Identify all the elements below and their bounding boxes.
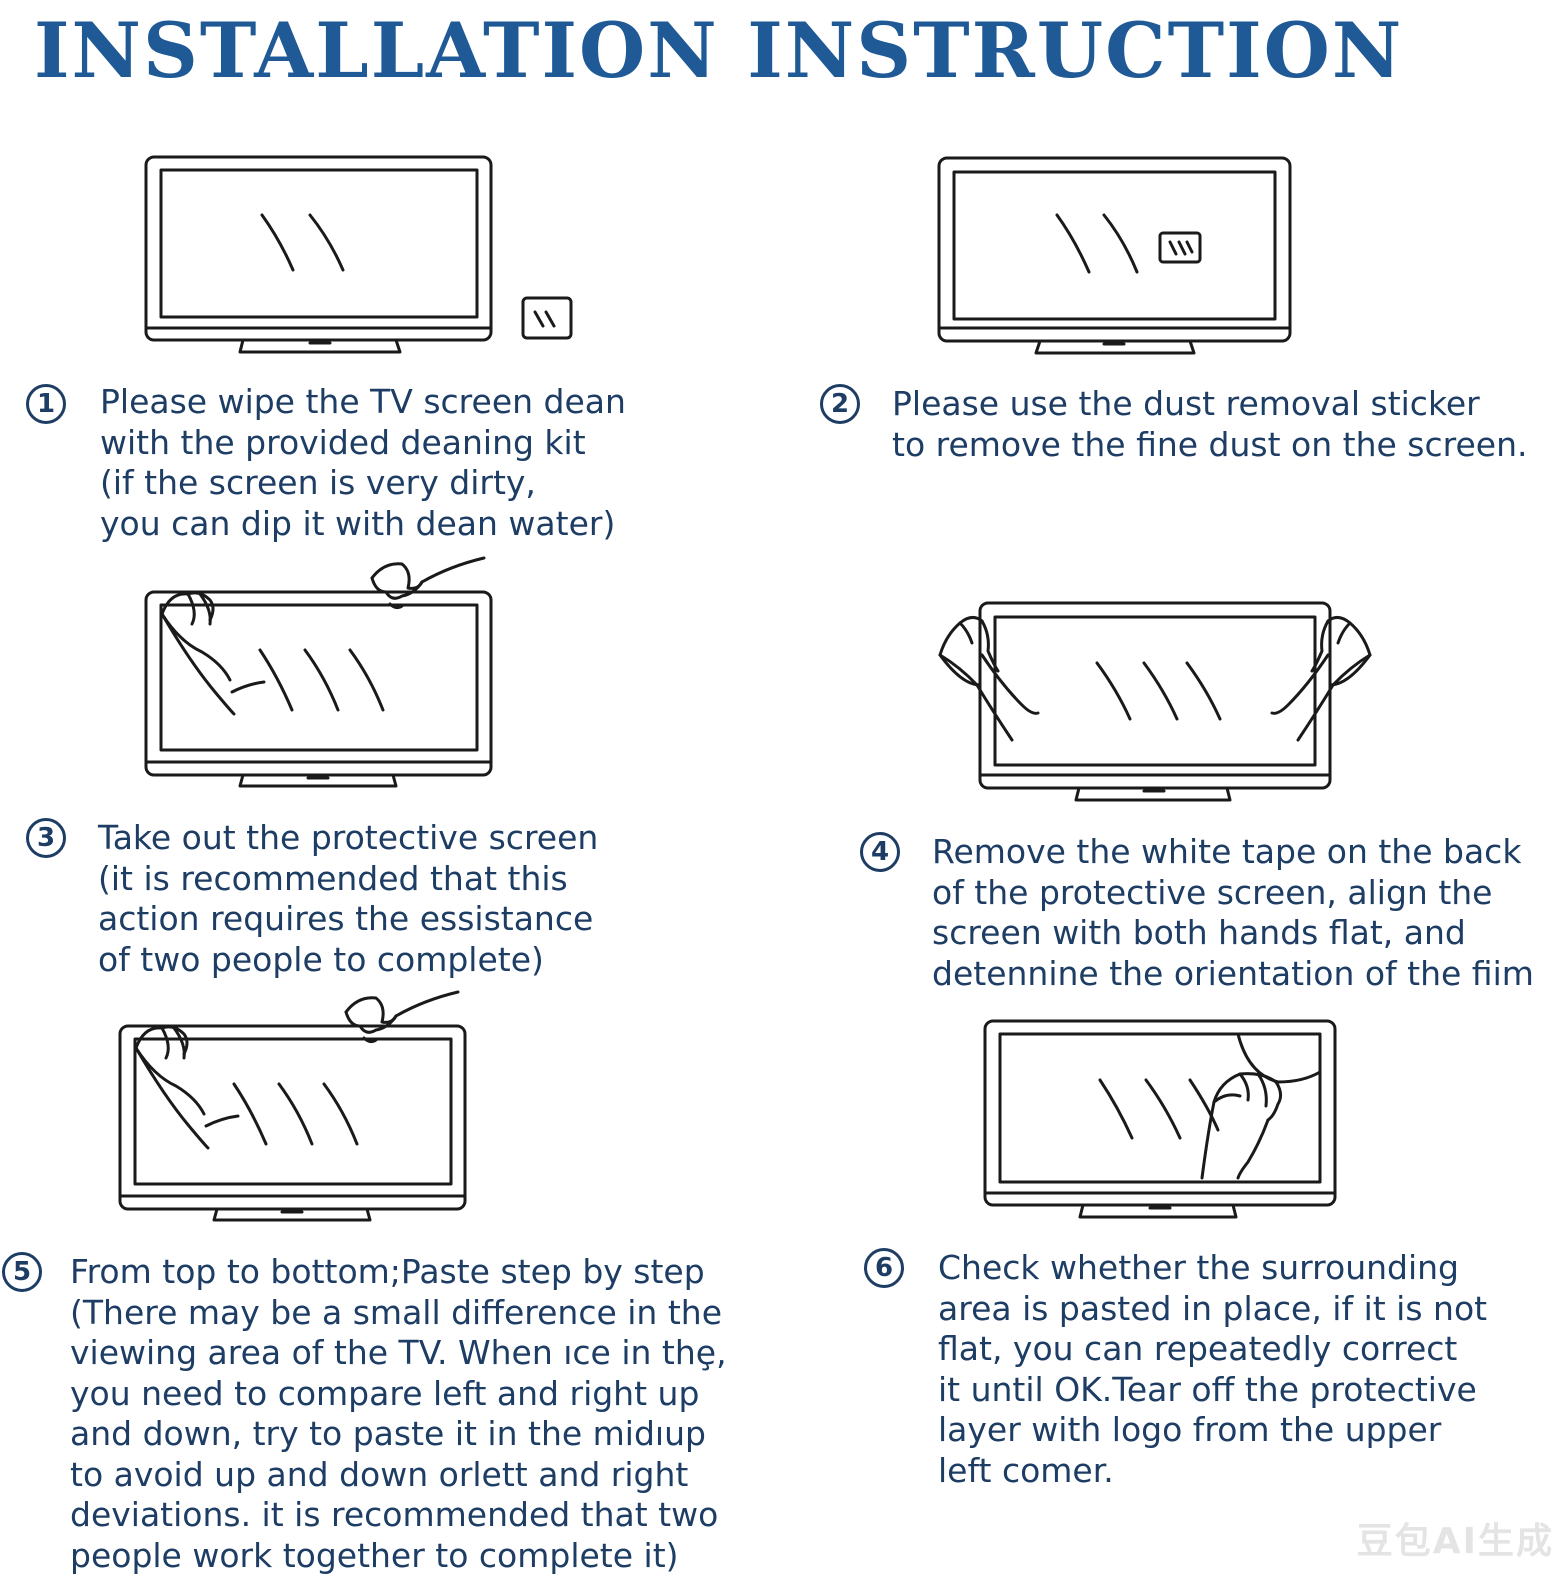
step-3-text: Take out the protective screen (it is re… <box>98 818 599 979</box>
step-4-text: Remove the white tape on the back of the… <box>932 832 1534 993</box>
tv-with-hands-pasting-film-icon <box>114 986 474 1226</box>
tv-with-hand-peeling-corner-icon <box>978 1012 1343 1222</box>
step-6-number: 6 <box>864 1248 904 1288</box>
tv-with-two-hands-aligning-film-icon <box>932 595 1382 810</box>
step-5-number: 5 <box>2 1252 42 1292</box>
step-5-text: From top to bottom;Paste step by step (T… <box>70 1252 727 1575</box>
tv-with-dust-sticker-icon <box>932 150 1302 360</box>
tv-with-cleaning-cloth-icon <box>140 150 580 360</box>
step-1-text: Please wipe the TV screen dean with the … <box>100 382 626 543</box>
tv-with-hands-holding-film-icon <box>140 552 500 792</box>
step-1-number: 1 <box>26 384 66 424</box>
step-2-number: 2 <box>820 384 860 424</box>
watermark: 豆包AI生成 <box>1356 1521 1554 1562</box>
step-2-text: Please use the dust removal sticker to r… <box>892 384 1528 464</box>
step-3-number: 3 <box>26 818 66 858</box>
step-6-text: Check whether the surrounding area is pa… <box>938 1248 1488 1490</box>
step-4-number: 4 <box>860 832 900 872</box>
page-title: INSTALLATION INSTRUCTION <box>34 6 1404 95</box>
